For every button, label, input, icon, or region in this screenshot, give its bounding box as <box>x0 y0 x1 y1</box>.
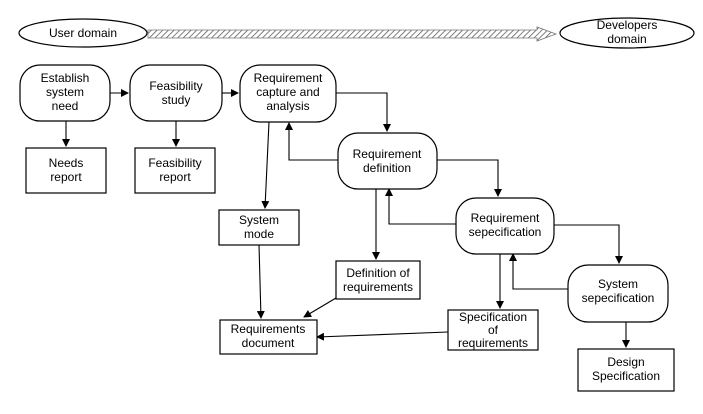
node-system-specification: System sepecification <box>567 264 669 323</box>
edge-spec-of-req-to-req-document <box>316 331 449 341</box>
edge-specification-to-system-spec <box>554 224 623 264</box>
developers-domain-label: Developers <box>597 18 658 32</box>
document-nodes: Needs report Feasibility report System m… <box>25 147 675 392</box>
doc-label: Specification <box>459 310 527 324</box>
doc-label: report <box>50 170 82 184</box>
node-label: study <box>162 93 191 107</box>
doc-definition-of-requirements: Definition of requirements <box>335 260 421 300</box>
node-label: Requirement <box>353 147 422 161</box>
edge-definition-to-specification <box>437 159 502 197</box>
node-label: Requirement <box>254 71 323 85</box>
edge-capture-to-definition <box>336 92 391 132</box>
edge-system-spec-to-specification <box>509 253 568 290</box>
user-domain-label: User domain <box>49 26 117 40</box>
node-label: Feasibility <box>149 79 202 93</box>
node-label: Requirement <box>471 211 540 225</box>
edge-def-of-req-to-req-document <box>303 297 337 318</box>
node-label: analysis <box>266 99 309 113</box>
doc-system-mode: System mode <box>218 209 300 246</box>
doc-requirements-document: Requirements document <box>219 319 318 355</box>
doc-label: System <box>239 213 279 227</box>
node-label: sepecification <box>469 225 542 239</box>
doc-specification-of-requirements: Specification of requirements <box>447 309 539 351</box>
doc-label: Definition of <box>346 266 410 280</box>
node-requirement-capture: Requirement capture and analysis <box>239 64 337 123</box>
doc-label: Needs <box>49 156 84 170</box>
node-label: definition <box>363 161 411 175</box>
node-feasibility-study: Feasibility study <box>129 64 223 122</box>
doc-label: Feasibility <box>148 156 201 170</box>
doc-needs-report: Needs report <box>25 147 107 194</box>
doc-label: of <box>488 323 499 337</box>
doc-design-specification: Design Specification <box>577 348 675 392</box>
node-label: sepecification <box>582 291 655 305</box>
node-label: capture and <box>256 85 319 99</box>
process-nodes: Establish system need Feasibility study … <box>19 64 669 323</box>
developers-domain-ellipse <box>559 17 695 49</box>
edge-specification-to-definition <box>385 188 456 225</box>
node-label: need <box>52 99 79 113</box>
domain-gradient-arrow <box>147 26 558 42</box>
developers-domain-label-line2: domain <box>607 32 646 46</box>
doc-label: requirements <box>458 336 528 350</box>
edge-definition-to-capture <box>285 122 338 161</box>
user-domain-ellipse <box>18 18 148 48</box>
doc-feasibility-report: Feasibility report <box>134 147 216 194</box>
edge-capture-to-system-mode <box>261 121 270 209</box>
domain-banner: User domain Developers domain <box>18 17 695 49</box>
node-label: system <box>46 85 84 99</box>
doc-label: mode <box>244 227 274 241</box>
doc-label: Specification <box>592 369 660 383</box>
edges <box>62 89 630 348</box>
node-establish-system-need: Establish system need <box>19 64 111 122</box>
edge-system-mode-to-req-document <box>256 244 265 319</box>
node-label: Establish <box>41 71 90 85</box>
node-requirement-specification: Requirement sepecification <box>455 197 555 255</box>
doc-label: document <box>242 336 295 350</box>
node-label: System <box>598 277 638 291</box>
node-requirement-definition: Requirement definition <box>337 132 438 190</box>
doc-label: Requirements <box>231 322 306 336</box>
doc-label: requirements <box>343 280 413 294</box>
doc-label: report <box>159 170 191 184</box>
doc-label: Design <box>607 355 644 369</box>
